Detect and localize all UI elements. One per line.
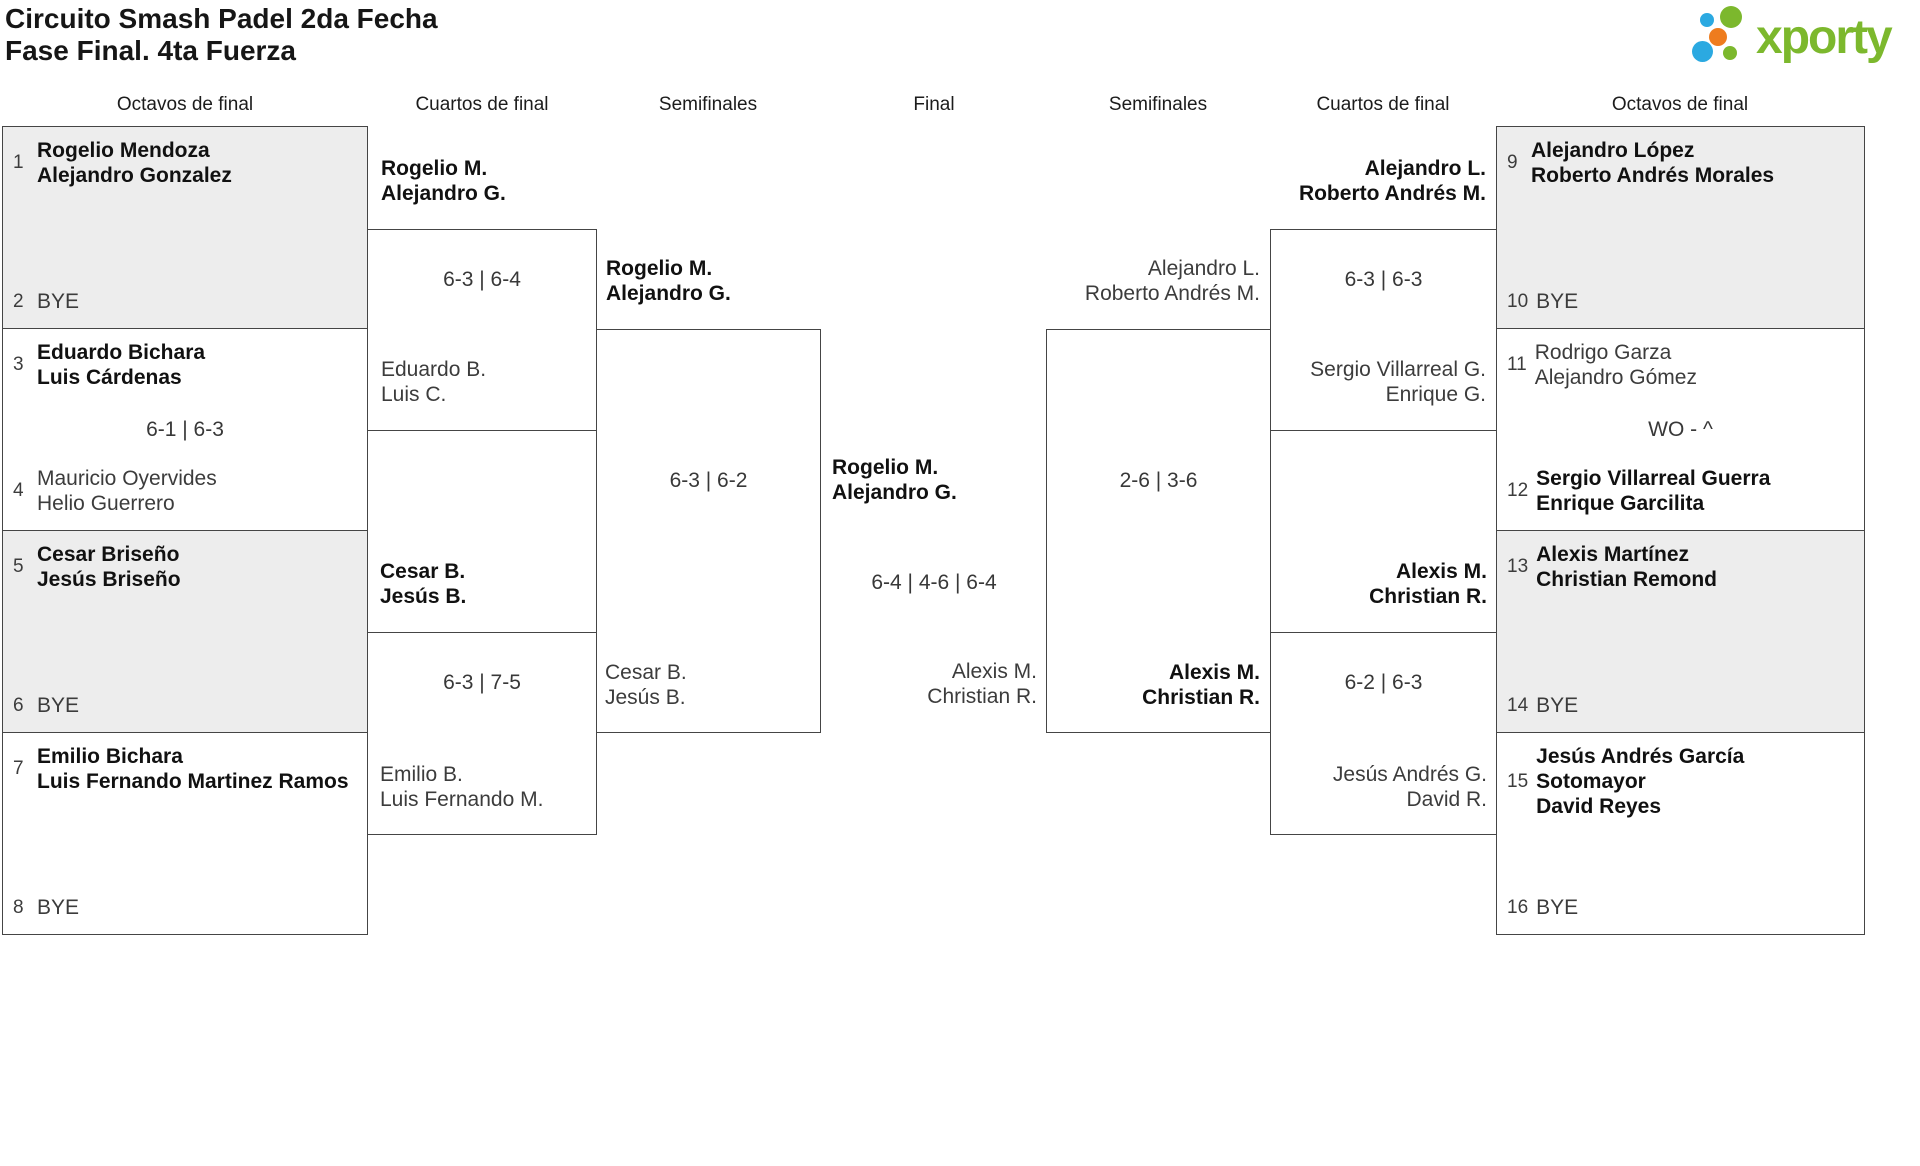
round-header-semifinales-left: Semifinales: [658, 94, 758, 115]
team-label-cuartos-right-2-winner: Alexis M. Christian R.: [1369, 560, 1487, 608]
cuartos-left-match-2: 6-3 | 7-5: [367, 632, 597, 835]
team-name: BYE: [1536, 694, 1579, 717]
seed-number: 16: [1507, 896, 1529, 918]
team-slot: 2 BYE: [13, 289, 361, 314]
team-label-cuartos-left-2-winner: Cesar B. Jesús B.: [380, 560, 467, 608]
round-header-cuartos-left: Cuartos de final: [415, 94, 549, 115]
seed-number: 7: [13, 758, 24, 779]
octavos-left-match-1: 1 Rogelio Mendoza Alejandro Gonzalez 2 B…: [2, 126, 368, 329]
seed-number: 2: [13, 290, 24, 312]
seed-number: 4: [13, 480, 24, 501]
team-slot: 15 Jesús Andrés García Sotomayor David R…: [1507, 744, 1858, 819]
team-name: Eduardo Bichara Luis Cárdenas: [37, 341, 206, 389]
logo-dot-blue-large-icon: [1692, 41, 1713, 62]
logo-dot-green-small-icon: [1723, 46, 1737, 60]
team-name: Emilio Bichara Luis Fernando Martinez Ra…: [37, 745, 349, 793]
octavos-right-match-2: 11 Rodrigo Garza Alejandro Gómez WO - ^ …: [1496, 328, 1865, 531]
team-label-semifinal-left-loser: Cesar B. Jesús B.: [605, 661, 687, 709]
team-slot: 4 Mauricio Oyervides Helio Guerrero: [13, 466, 361, 516]
octavos-left-match-2: 3 Eduardo Bichara Luis Cárdenas 6-1 | 6-…: [2, 328, 368, 531]
team-slot: 1 Rogelio Mendoza Alejandro Gonzalez: [13, 138, 361, 188]
team-label-final-runner-up: Alexis M. Christian R.: [927, 660, 1037, 708]
octavos-right-match-1: 9 Alejandro López Roberto Andrés Morales…: [1496, 126, 1865, 329]
seed-number: 15: [1507, 770, 1529, 792]
match-score: 6-1 | 6-3: [146, 417, 224, 441]
team-slot: 13 Alexis Martínez Christian Remond: [1507, 542, 1858, 592]
seed-number: 11: [1507, 354, 1527, 375]
team-label-semifinal-left-winner: Rogelio M. Alejandro G.: [606, 257, 731, 305]
team-label-semifinal-right-winner: Alexis M. Christian R.: [1142, 661, 1260, 709]
page-title: Circuito Smash Padel 2da Fecha Fase Fina…: [5, 3, 438, 67]
match-score: 6-3 | 7-5: [443, 671, 521, 695]
title-line-2: Fase Final. 4ta Fuerza: [5, 35, 296, 66]
team-label-final-winner: Rogelio M. Alejandro G.: [832, 456, 957, 504]
team-slot: 6 BYE: [13, 693, 361, 718]
title-line-1: Circuito Smash Padel 2da Fecha: [5, 3, 438, 34]
team-label-cuartos-left-1-loser: Eduardo B. Luis C.: [381, 358, 487, 406]
logo-dot-green-large-icon: [1720, 6, 1742, 28]
team-name: BYE: [1536, 896, 1579, 919]
team-slot: 14 BYE: [1507, 693, 1858, 718]
round-header-octavos-left: Octavos de final: [116, 94, 254, 115]
team-slot: 7 Emilio Bichara Luis Fernando Martinez …: [13, 744, 361, 794]
match-score: 2-6 | 3-6: [1119, 468, 1198, 492]
team-label-cuartos-left-1-winner: Rogelio M. Alejandro G.: [381, 157, 506, 205]
seed-number: 5: [13, 556, 24, 577]
team-name: Alejandro López Roberto Andrés Morales: [1531, 139, 1775, 187]
team-name: Rodrigo Garza Alejandro Gómez: [1534, 341, 1697, 389]
seed-number: 14: [1507, 694, 1529, 716]
seed-number: 9: [1507, 152, 1518, 173]
team-label-cuartos-right-1-winner: Alejandro L. Roberto Andrés M.: [1298, 157, 1486, 205]
round-header-semifinales-right: Semifinales: [1108, 94, 1208, 115]
seed-number: 10: [1507, 290, 1529, 312]
team-name: BYE: [37, 290, 80, 313]
semifinal-right-match: 2-6 | 3-6: [1046, 329, 1271, 733]
logo-dot-blue-small-icon: [1700, 13, 1714, 27]
team-name: BYE: [37, 694, 80, 717]
team-label-cuartos-right-2-loser: Jesús Andrés G. David R.: [1332, 763, 1487, 811]
match-score: WO - ^: [1648, 417, 1713, 441]
team-label-semifinal-right-loser: Alejandro L. Roberto Andrés M.: [1084, 257, 1260, 305]
team-name: Mauricio Oyervides Helio Guerrero: [37, 467, 217, 515]
cuartos-left-match-1: 6-3 | 6-4: [367, 229, 597, 431]
final-match-score: 6-4 | 4-6 | 6-4: [871, 571, 997, 594]
seed-number: 12: [1507, 480, 1529, 501]
team-label-cuartos-right-1-loser: Sergio Villarreal G. Enrique G.: [1310, 358, 1486, 406]
octavos-right-match-3: 13 Alexis Martínez Christian Remond 14 B…: [1496, 530, 1865, 733]
team-name: Cesar Briseño Jesús Briseño: [37, 543, 181, 591]
match-score: 6-3 | 6-2: [669, 468, 748, 492]
team-name: Alexis Martínez Christian Remond: [1536, 543, 1717, 591]
seed-number: 8: [13, 896, 24, 918]
semifinal-left-match: 6-3 | 6-2: [596, 329, 821, 733]
seed-number: 3: [13, 354, 24, 375]
match-score: 6-2 | 6-3: [1344, 671, 1423, 695]
round-header-final: Final: [913, 94, 955, 115]
logo-dot-orange-icon: [1709, 28, 1727, 46]
team-label-cuartos-left-2-loser: Emilio B. Luis Fernando M.: [380, 763, 544, 811]
match-score: 6-3 | 6-3: [1344, 268, 1423, 291]
team-slot: 5 Cesar Briseño Jesús Briseño: [13, 542, 361, 592]
round-header-octavos-right: Octavos de final: [1611, 94, 1749, 115]
match-score: 6-3 | 6-4: [443, 268, 521, 291]
logo-wordmark: xporty: [1756, 11, 1893, 64]
team-name: Jesús Andrés García Sotomayor David Reye…: [1536, 745, 1745, 818]
team-slot: 10 BYE: [1507, 289, 1858, 314]
octavos-right-match-4: 15 Jesús Andrés García Sotomayor David R…: [1496, 732, 1865, 935]
team-slot: 11 Rodrigo Garza Alejandro Gómez: [1507, 340, 1858, 390]
team-name: Sergio Villarreal Guerra Enrique Garcili…: [1536, 467, 1771, 515]
octavos-left-match-3: 5 Cesar Briseño Jesús Briseño 6 BYE: [2, 530, 368, 733]
team-slot: 8 BYE: [13, 895, 361, 920]
octavos-left-match-4: 7 Emilio Bichara Luis Fernando Martinez …: [2, 732, 368, 935]
round-header-cuartos-right: Cuartos de final: [1316, 94, 1450, 115]
team-name: BYE: [1536, 290, 1579, 313]
team-slot: 9 Alejandro López Roberto Andrés Morales: [1507, 138, 1858, 188]
seed-number: 1: [13, 152, 24, 173]
team-name: BYE: [37, 896, 80, 919]
team-slot: 3 Eduardo Bichara Luis Cárdenas: [13, 340, 361, 390]
seed-number: 13: [1507, 556, 1529, 577]
seed-number: 6: [13, 694, 24, 716]
team-name: Rogelio Mendoza Alejandro Gonzalez: [37, 139, 232, 187]
team-slot: 12 Sergio Villarreal Guerra Enrique Garc…: [1507, 466, 1858, 516]
team-slot: 16 BYE: [1507, 895, 1858, 920]
